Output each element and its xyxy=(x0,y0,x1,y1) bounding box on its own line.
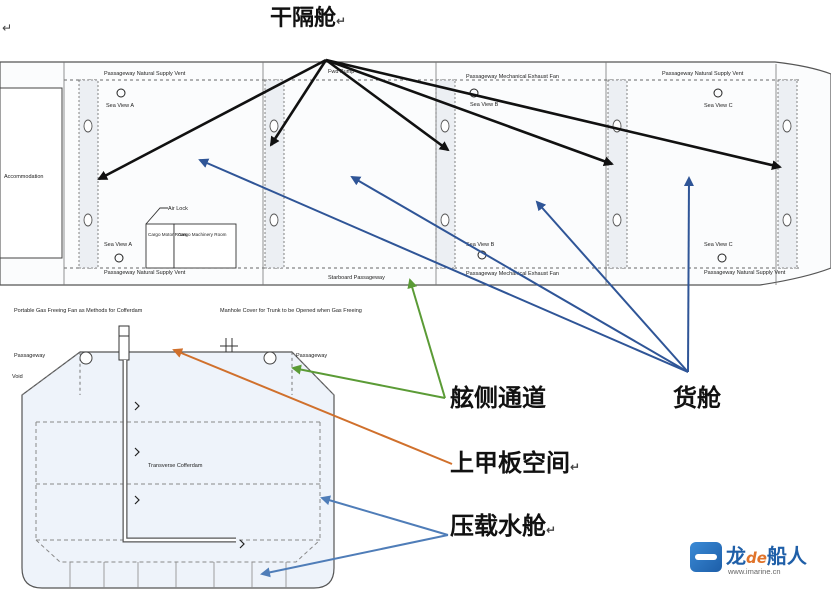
logo-mark-icon xyxy=(690,542,722,572)
accommodation-label: Accommodation xyxy=(4,174,43,180)
passageway-left-circle xyxy=(79,351,93,365)
cargo-motor-room-label: Cargo Motor Room xyxy=(148,232,187,237)
top-label-4: Passageway Natural Supply Vent xyxy=(662,71,744,77)
bottom-label-4: Passageway Natural Supply Vent xyxy=(704,270,786,276)
upper-deck-space-callout: 上甲板空间↵ xyxy=(450,451,580,475)
manhole-note-line: Manhole Cover for Trunk to be Opened whe… xyxy=(220,308,362,314)
return-mark: ↵ xyxy=(336,14,347,28)
sea-view-b-bottom: Sea View B xyxy=(466,242,495,248)
passageway-right-circle xyxy=(263,351,277,365)
side-passage-arrows xyxy=(291,278,446,399)
logo-brand-c: 船人 xyxy=(766,544,807,568)
manhole-cover-symbol xyxy=(220,338,238,352)
double-bottom-floors xyxy=(69,562,287,588)
section-view: Portable Gas Freeing Fan as Methods for … xyxy=(12,308,362,589)
top-label-3: Passageway Mechanical Exhaust Fan xyxy=(466,74,559,80)
cargo-machinery-room-label: Cargo Machinery Room xyxy=(178,232,227,237)
logo-brand-a: 龙 xyxy=(726,544,746,568)
top-label-1: Passageway Natural Supply Vent xyxy=(104,71,186,77)
passageway-right-label: Passageway xyxy=(296,353,327,359)
air-lock-label: Air Lock xyxy=(168,206,188,212)
return-mark-3: ↵ xyxy=(546,523,557,537)
bottom-label-3: Passageway Mechanical Exhaust Fan xyxy=(466,271,559,277)
flow-marks xyxy=(134,401,245,549)
return-mark-left: ↵ xyxy=(2,21,13,35)
sea-view-a-top: Sea View A xyxy=(106,103,134,109)
cofferdam-callout-text: 干隔舱 xyxy=(270,6,337,31)
passageway-left-label: Passageway xyxy=(14,353,45,359)
section-hull-outline xyxy=(21,351,335,589)
sea-view-c-bottom: Sea View C xyxy=(704,242,733,248)
wing-tank-left xyxy=(21,351,81,396)
cargo-tank-callout: 货舱 xyxy=(673,384,721,412)
ballast-tank-callout: 压载水舱↵ xyxy=(450,514,556,538)
plan-view: Accommodation Passageway Natural Supply … xyxy=(0,61,831,286)
logo-brand-b: de xyxy=(746,549,767,567)
sea-view-a-bottom: Sea View A xyxy=(104,242,132,248)
transverse-cofferdam-label: Transverse Cofferdam xyxy=(148,463,203,469)
return-mark-2: ↵ xyxy=(570,460,581,474)
wing-tank-right xyxy=(291,350,335,396)
cargo-rooms xyxy=(145,207,237,269)
bottom-label-2: Starboard Passageway xyxy=(328,275,385,281)
ballast-tank-arrows xyxy=(260,495,449,578)
sea-view-b-top: Sea View B xyxy=(470,102,499,108)
cargo-tank-arrows xyxy=(198,158,694,373)
cofferdam-callout: 干隔舱↵ xyxy=(270,8,346,30)
logo-brand: 龙de船人 xyxy=(726,540,807,569)
accommodation-block xyxy=(0,87,63,259)
logo-url: www.imarine.cn xyxy=(728,567,781,576)
gas-freeing-fan xyxy=(118,325,130,337)
sea-view-c-top: Sea View C xyxy=(704,103,733,109)
upper-deck-space-callout-text: 上甲板空间 xyxy=(450,449,570,477)
ballast-tank-callout-text: 压载水舱 xyxy=(450,512,546,540)
bottom-label-1: Passageway Natural Supply Vent xyxy=(104,270,186,276)
side-passage-callout: 舷侧通道 xyxy=(450,384,546,412)
fan-note-line: Portable Gas Freeing Fan as Methods for … xyxy=(14,308,143,314)
cofferdam-arrows xyxy=(97,58,782,181)
watermark-logo: 龙de船人 www.imarine.cn xyxy=(690,540,818,580)
void-label: Void xyxy=(12,374,23,380)
trunk xyxy=(118,335,130,361)
upper-deck-arrow xyxy=(172,348,453,465)
